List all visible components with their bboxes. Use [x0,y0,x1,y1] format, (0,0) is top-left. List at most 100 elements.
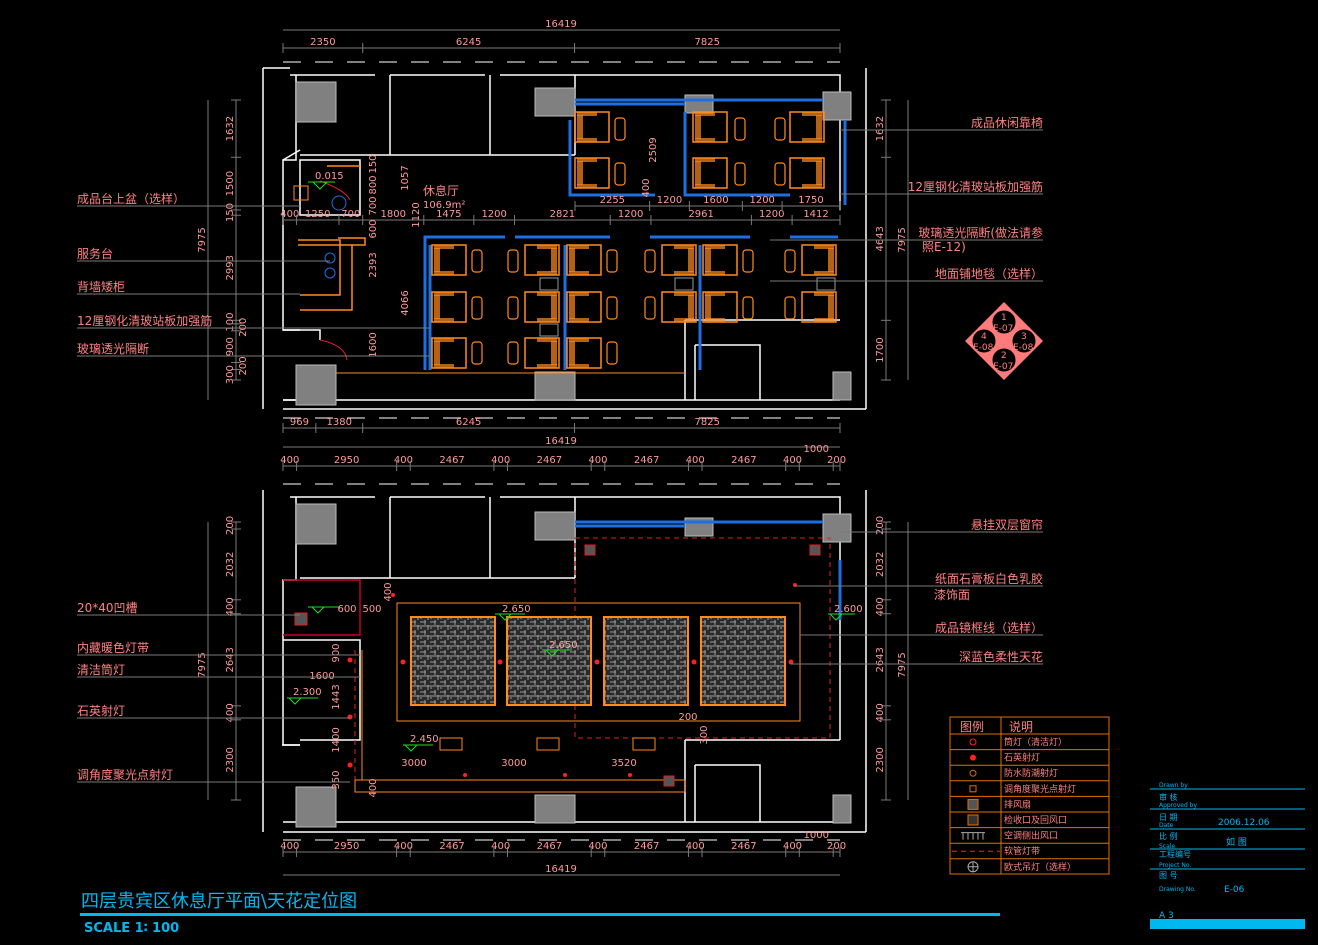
legend-item-label: 欧式吊灯（选样） [1004,861,1076,873]
index-ref-2: E-07 [993,362,1013,372]
dimension-value: 400 [368,778,379,797]
callout-label: 纸面石膏板白色乳胶 [935,571,1043,586]
dimension-value: 2950 [334,455,359,466]
drawing-number: E-06 [1224,885,1245,895]
scale-en: Scale [1159,843,1175,850]
dimension-value: 2032 [875,552,886,577]
ceiling-grille-panels [410,616,786,706]
dimension-value: 2467 [731,841,756,852]
callout-label: 深蓝色柔性天花 [959,649,1043,664]
dimension-value: 400 [875,597,886,616]
callout-label: 12厘钢化清玻站板加强筋 [908,179,1043,194]
service-counter [293,165,366,361]
index-num-4: 4 [981,332,987,342]
elevation-label: 2.300 [293,687,322,698]
dimension-value: 2643 [875,647,886,672]
scale-value: 如 图 [1226,836,1247,848]
spotlights [347,583,797,777]
glass-partitions [423,98,847,370]
dimension-value: 7825 [695,37,720,48]
legend-item-label: 调角度聚光点射灯 [1004,783,1076,795]
index-ref-4: E-08 [973,343,994,353]
dimension-value: 2467 [537,841,562,852]
ceiling-frame [396,602,801,722]
dimension-value: 1475 [436,209,461,220]
dimension-value: 2393 [368,252,379,277]
index-num-3: 3 [1021,332,1027,342]
dimension-value: 400 [686,455,705,466]
dimension-value: 2467 [731,455,756,466]
title-underline [80,913,1000,916]
dimension-value: 2961 [688,209,713,220]
date-en: Date [1159,822,1174,829]
double-curtain [575,520,842,620]
legend-header-desc: 说明 [1009,719,1033,734]
callout-label: 石英射灯 [77,703,125,718]
dimension-value: 400 [491,455,510,466]
legend-item-label: 空调侧出风口 [1004,830,1058,842]
index-ref-1: E-07 [993,324,1013,334]
legend-item-label: 软管灯带 [1004,845,1040,857]
callout-label: 成品镜框线（选样） [935,620,1043,635]
dimension-value: 400 [394,455,413,466]
dimension-value: 600 [337,604,356,615]
dimension-value: 2467 [537,455,562,466]
dimension-value: 2467 [439,455,464,466]
dimension-value: 400 [383,582,394,601]
legend-header-symbol: 图例 [960,720,984,734]
dimension-value: 7975 [197,652,208,677]
scale-cn: 比 例 [1159,831,1178,841]
dimension-value: 200 [238,318,249,337]
callout-label: 成品台上盆（选样） [77,191,185,206]
dimension-value: 1400 [331,727,342,752]
drawn-by-label: Drawn by [1159,782,1188,789]
elevation-label: 2.600 [834,604,863,615]
approved-cn: 审 核 [1159,792,1178,802]
dimension-value: 7825 [695,417,720,428]
elevation-mark: 0.015 [315,171,344,182]
elevation-triangle-icon [308,181,335,190]
dimension-value: 400 [875,703,886,722]
dimension-value: 400 [394,841,413,852]
drawing-title: 四层贵宾区休息厅平面\天花定位图 [81,891,357,912]
dimension-value: 2950 [334,841,359,852]
dimension-value: 100 [225,313,236,332]
dimension-value: 1000 [804,444,829,455]
callout-label: 服务台 [77,246,113,261]
floor-plan: 休息厅 106.9m² 0.015 1 E-07 3 E-08 4 E-08 2… [262,61,1043,419]
dimension-value: 1200 [657,195,682,206]
dimension-value: 1200 [749,195,774,206]
callout-label: 漆饰面 [934,588,970,602]
dimension-value: 400 [225,703,236,722]
elevation-marks [287,606,855,752]
project-cn: 工程编号 [1159,849,1191,859]
dimension-value: 1700 [875,337,886,362]
dimension-value: 400 [588,841,607,852]
dimension-value: 150 [225,203,236,222]
dimension-value: 200 [238,356,249,375]
dimension-value: 700 [341,209,360,220]
dimension-value: 2255 [600,195,625,206]
dimension-value: 400 [641,178,652,197]
dimension-value: 300 [699,725,710,744]
dimension-value: 200 [827,841,846,852]
callout-label: 12厘钢化清玻站板加强筋 [77,313,212,328]
dimension-value: 1750 [798,195,823,206]
dimension-value: 800 [368,175,379,194]
dimension-value: 16419 [545,436,577,447]
callout-label: 调角度聚光点射灯 [77,767,173,782]
dimension-value: 1600 [368,332,379,357]
dimension-value: 16419 [545,19,577,30]
dimension-value: 969 [290,417,309,428]
waterproof-spotlight-icon [969,769,977,777]
dimension-value: 400 [280,455,299,466]
elevation-label: 2.650 [549,640,578,651]
date-cn: 日 期 [1159,813,1178,822]
dimension-value: 700 [368,196,379,215]
downlight-icon [969,738,977,746]
dimension-value: 200 [875,516,886,535]
dimension-value: 2350 [310,37,335,48]
callout-label: 内藏暖色灯带 [77,641,149,655]
dimension-value: 400 [225,597,236,616]
dimension-value: 1632 [225,116,236,141]
